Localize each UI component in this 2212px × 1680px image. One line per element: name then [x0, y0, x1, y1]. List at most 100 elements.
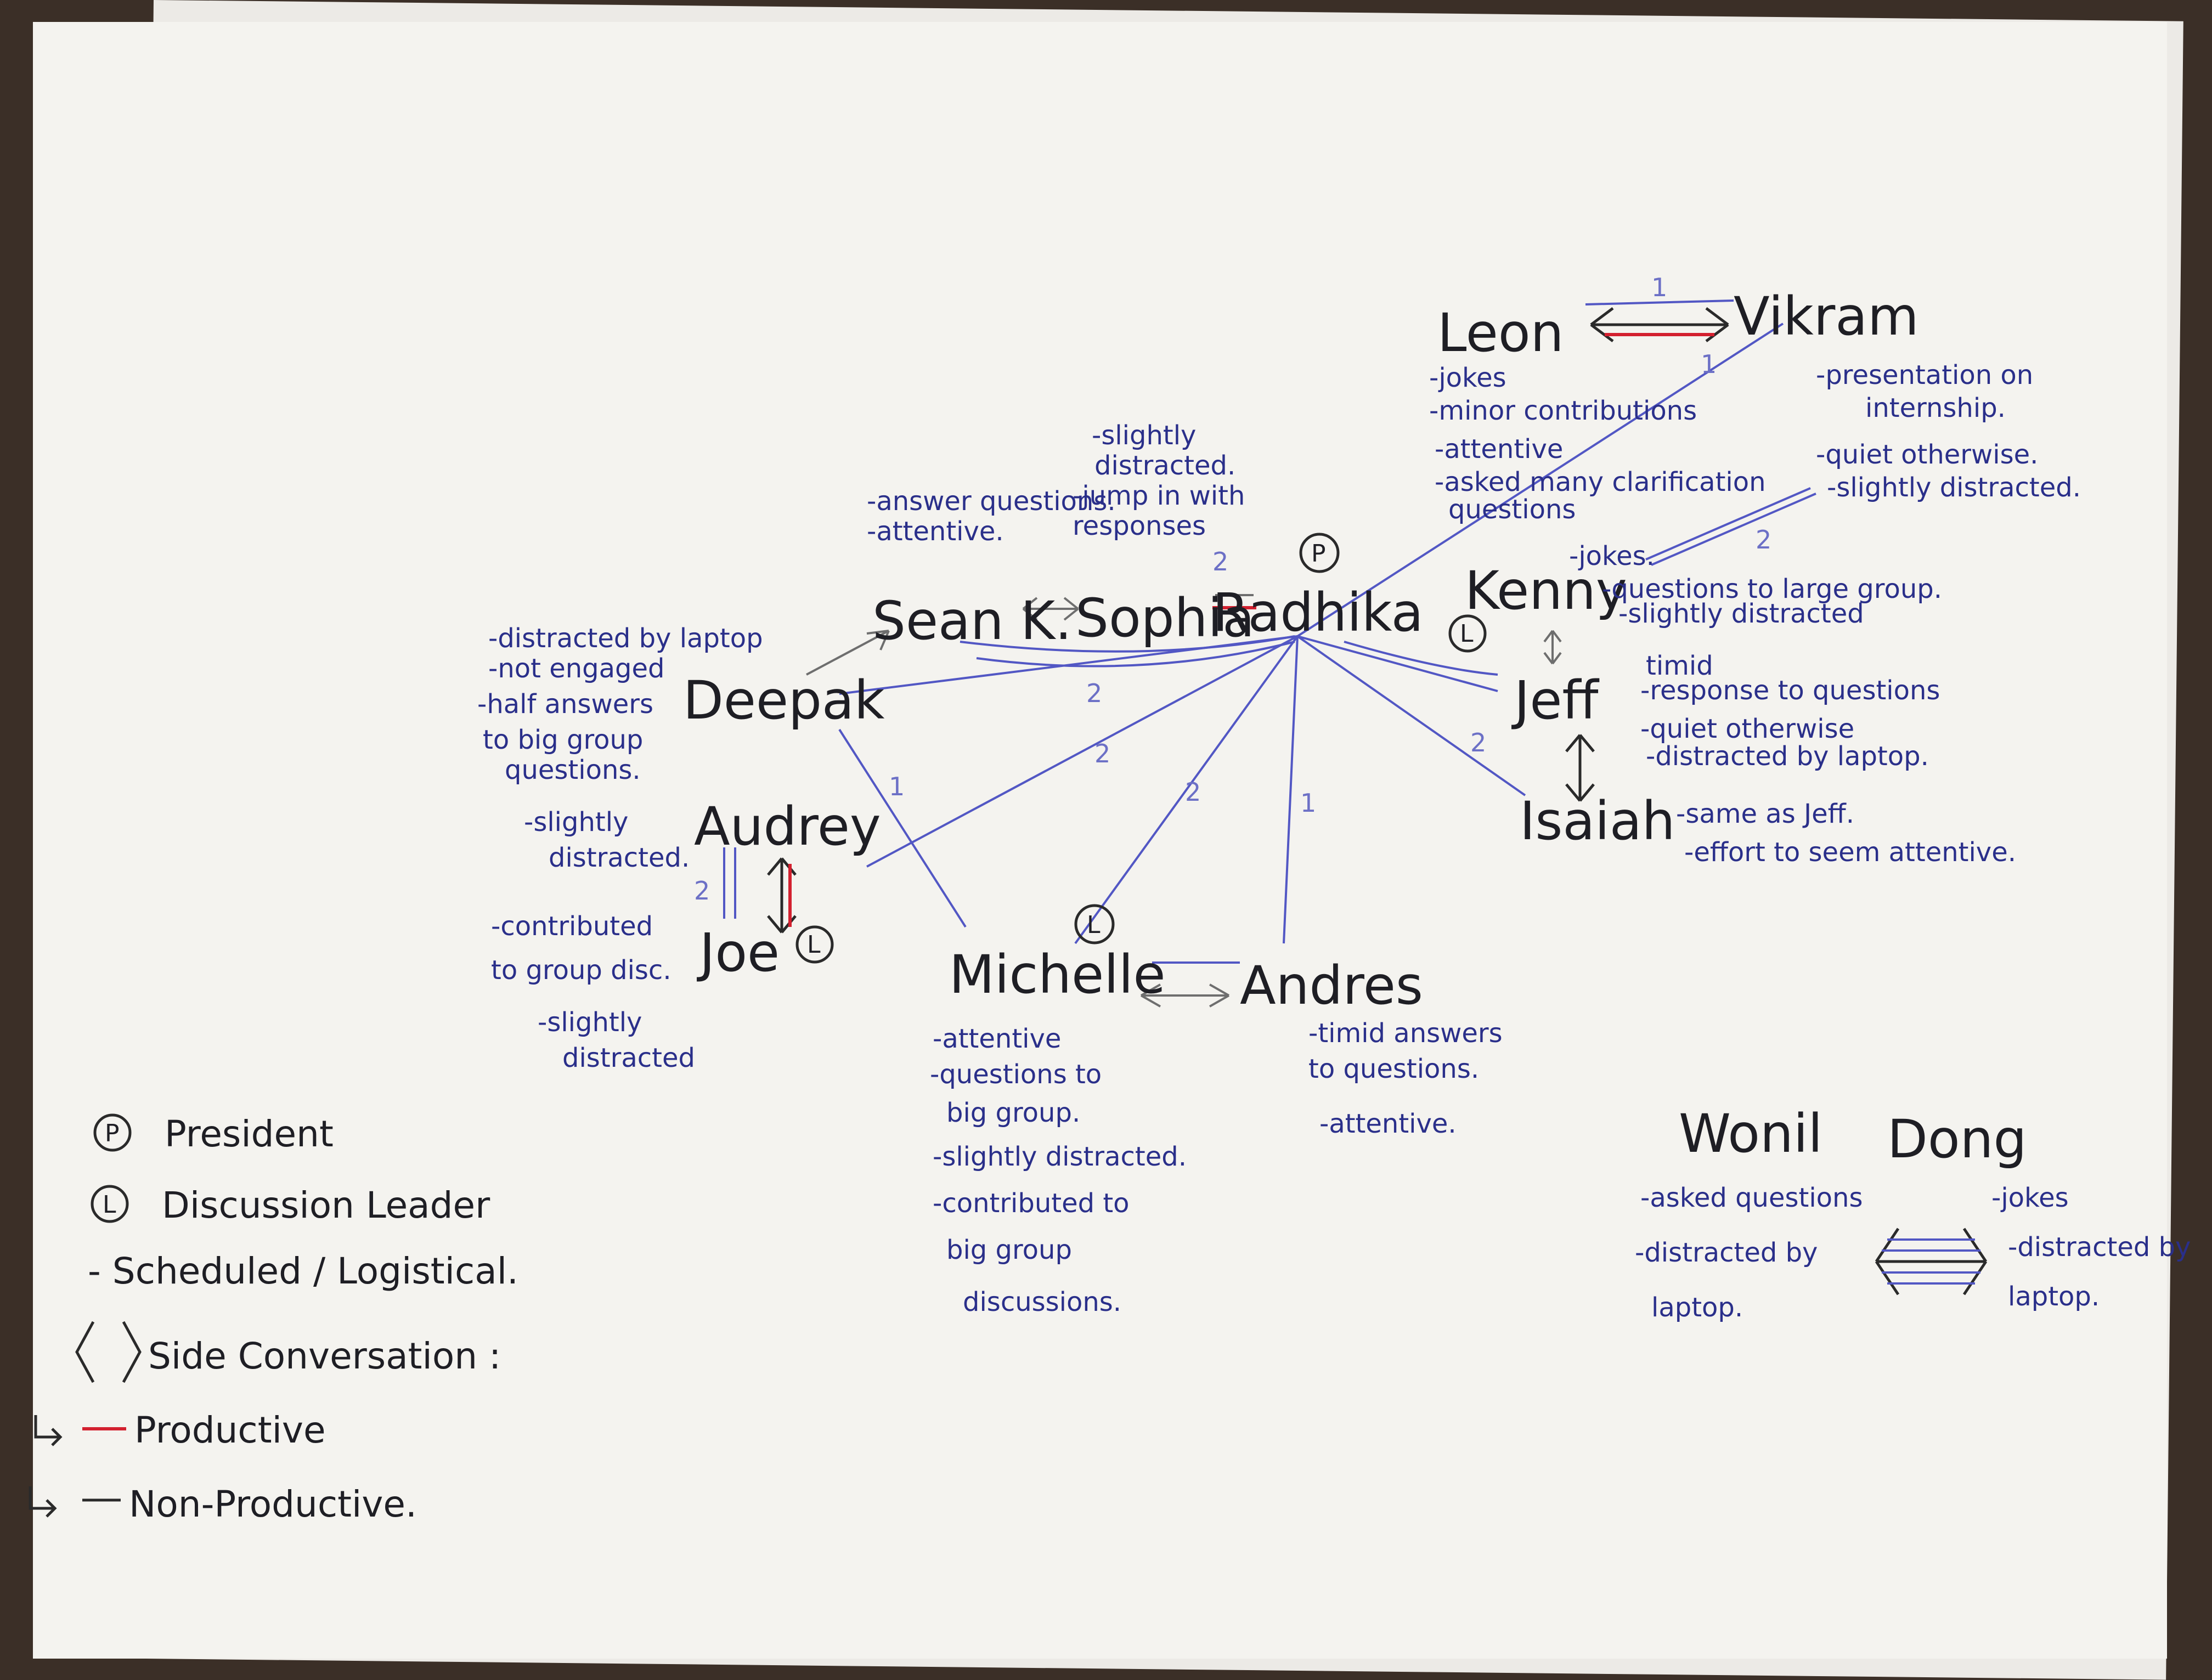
notes-deepak: -distracted by laptop -not engaged -half… [477, 623, 763, 785]
count-kenny-vikram: 2 [1756, 525, 1771, 555]
legend-productive-arrow [34, 1415, 63, 1446]
notes-sophia: -slightly distracted. -jump in with resp… [1073, 420, 1245, 541]
count-sophia-radhika: 2 [1212, 547, 1228, 576]
notes-jeff: timid -response to questions -quiet othe… [1640, 650, 1940, 772]
note-line: -quiet otherwise. [1816, 439, 2038, 470]
legend-nonproductive-label: Non-Productive. [129, 1483, 417, 1525]
note-line: responses [1073, 511, 1206, 541]
notes-audrey: -slightly distracted. [524, 807, 690, 873]
notes-dong: -jokes -distracted by laptop. [1991, 1183, 2191, 1312]
legend-scheduled-label: - Scheduled / Logistical. [88, 1250, 518, 1292]
note-line: -jokes [1991, 1183, 2069, 1213]
arrow-sean-deepak [806, 630, 890, 676]
line-kenny-vikram [1645, 487, 1811, 561]
note-line: -jump in with [1073, 480, 1245, 511]
line-radhika-michelle [1074, 635, 1299, 944]
note-line: -attentive. [867, 516, 1004, 547]
note-line: questions [1448, 494, 1576, 525]
president-badge-radhika [1299, 533, 1340, 573]
leader-badge-michelle-letter: L [1087, 911, 1101, 939]
line-radhika-andres [1283, 636, 1299, 944]
person-jeff: Jeff [1511, 670, 1599, 731]
line-radhika-vikram [1296, 323, 1784, 637]
note-line: -slightly [1092, 420, 1196, 451]
note-line: questions. [505, 755, 641, 785]
role-badges: P L L L [795, 533, 1487, 964]
notes-vikram: -presentation on internship. -quiet othe… [1816, 360, 2081, 503]
note-line: -attentive [1435, 434, 1563, 465]
count-radhika-michelle: 2 [1185, 777, 1201, 807]
legend-president-label: President [165, 1113, 334, 1155]
note-line: distracted. [1094, 450, 1235, 481]
note-line: laptop. [2008, 1281, 2100, 1312]
note-line: -minor contributions [1429, 395, 1697, 426]
note-line: -asked questions [1640, 1183, 1863, 1213]
note-line: internship. [1865, 393, 2006, 423]
person-vikram: Vikram [1734, 286, 1919, 347]
note-line: -half answers [477, 689, 653, 720]
line-leon-vikram [1585, 299, 1734, 306]
line-deepak-michelle [838, 728, 967, 928]
note-line: -answer questions. [867, 486, 1116, 517]
scheduled-lines [723, 299, 1816, 964]
note-line: -same as Jeff. [1676, 799, 1854, 829]
note-line: -response to questions [1640, 675, 1940, 706]
note-line: -distracted by [2008, 1232, 2191, 1263]
note-line: laptop. [1651, 1292, 1743, 1323]
note-line: -timid answers [1308, 1018, 1503, 1049]
count-radhika-vikram: 1 [1701, 349, 1717, 379]
person-joe: Joe [697, 922, 780, 983]
legend-side-close [122, 1321, 142, 1383]
note-line: discussions. [963, 1287, 1121, 1317]
legend-leader-label: Discussion Leader [162, 1184, 490, 1226]
note-line: -slightly distracted. [1827, 472, 2081, 503]
paper-sheet [33, 22, 2167, 1659]
count-radhika-andres: 1 [1300, 788, 1316, 818]
line-radhika-sean [960, 635, 1295, 653]
arrow-sean-sophia [1022, 597, 1079, 621]
leader-badge-joe [795, 925, 834, 964]
count-radhika-audrey: 2 [1094, 739, 1110, 768]
note-line: -jokes. [1569, 541, 1655, 572]
legend-president-badge [93, 1113, 132, 1152]
legend-leader-letter: L [103, 1191, 116, 1219]
line-radhika-kenny [1344, 641, 1498, 676]
note-line: -not engaged [488, 653, 665, 684]
line-radhika-sean-2 [976, 641, 1295, 668]
person-sean: Sean K. [872, 590, 1072, 652]
participants: Leon Vikram Sean K. Sophia Radhika Kenny… [683, 286, 2027, 1170]
note-line: timid [1646, 650, 1713, 681]
note-line: -distracted by laptop. [1646, 741, 1929, 772]
note-line: -slightly [538, 1007, 642, 1038]
leader-badge-michelle [1074, 904, 1115, 944]
legend-side-label: Side Conversation : [148, 1335, 501, 1377]
arrow-kenny-jeff [1543, 630, 1562, 665]
edge-counts: 1 1 2 2 2 2 2 1 1 2 2 [694, 273, 1771, 906]
person-audrey: Audrey [694, 796, 881, 857]
line-kenny-vikram-2 [1651, 493, 1816, 566]
note-line: -quiet otherwise [1640, 714, 1854, 744]
note-line: -attentive. [1319, 1108, 1457, 1139]
legend-president-letter: P [105, 1119, 120, 1147]
note-line: distracted. [549, 842, 690, 873]
legend-leader-badge [91, 1185, 129, 1223]
notes-michelle: -attentive -questions to big group. -sli… [930, 1023, 1187, 1317]
legend-nonproductive-arrow [29, 1486, 57, 1518]
leader-badge-kenny-letter: L [1460, 620, 1474, 648]
line-radhika-jeff [1297, 635, 1498, 692]
count-radhika-deepak: 2 [1086, 678, 1102, 708]
notes-sean: -answer questions. -attentive. [867, 486, 1116, 547]
note-line: -slightly [524, 807, 628, 838]
person-deepak: Deepak [683, 670, 885, 731]
notes-leon: -jokes -minor contributions -attentive -… [1429, 363, 1766, 525]
note-line: distracted [562, 1043, 695, 1073]
count-audrey-joe: 2 [694, 876, 710, 906]
notes-andres: -timid answers to questions. -attentive. [1308, 1018, 1503, 1139]
note-line: big group [946, 1235, 1072, 1265]
count-radhika-isaiah: 2 [1470, 728, 1486, 757]
count-deepak-michelle: 1 [889, 772, 905, 801]
note-line: -contributed to [933, 1188, 1130, 1219]
person-dong: Dong [1887, 1108, 2027, 1170]
person-sophia: Sophia [1075, 587, 1255, 649]
